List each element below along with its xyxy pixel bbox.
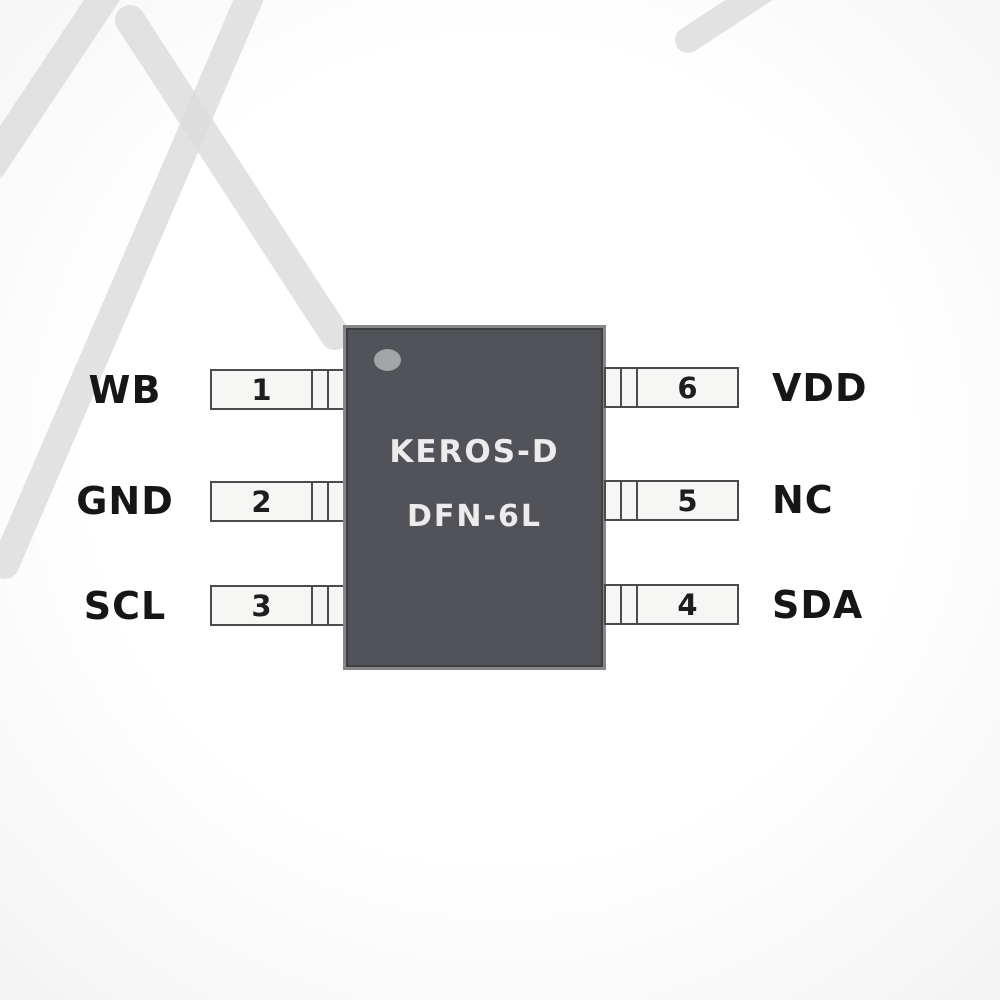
- pin-5: 5: [604, 480, 739, 521]
- pin-6-pad-segment: [622, 369, 638, 406]
- watermark-stroke: [0, 0, 121, 178]
- pin-4-number: 4: [677, 587, 698, 622]
- pin-3: 3: [210, 585, 345, 626]
- pin-5-pad-segment: [622, 482, 638, 519]
- pin-3-pad-segment: [311, 587, 327, 624]
- pin-1-pad-segment: [311, 371, 327, 408]
- pin-3-number: 3: [251, 588, 272, 623]
- watermark-stroke: [115, 5, 350, 350]
- chip-name: KEROS-D: [389, 434, 560, 470]
- pin-3-pad-segment: [327, 587, 343, 624]
- watermark-stroke: [675, 0, 773, 53]
- pin-label-scl: SCL: [83, 584, 167, 628]
- pin-4-pad-segment: [622, 586, 638, 623]
- pin-label-nc: NC: [772, 478, 834, 522]
- chip-package: DFN-6L: [407, 499, 542, 534]
- pin-2: 2: [210, 481, 345, 522]
- pin-5-pad-segment: [606, 482, 622, 519]
- chip-body: KEROS-D DFN-6L: [343, 325, 606, 670]
- pin-6: 6: [604, 367, 739, 408]
- pin-6-pad-segment: [606, 369, 622, 406]
- pin-1-pad-segment: [327, 371, 343, 408]
- pin-label-vdd: VDD: [772, 366, 868, 410]
- pin-1: 1: [210, 369, 345, 410]
- pin-2-pad-segment: [311, 483, 327, 520]
- pin-label-wb: WB: [88, 368, 162, 412]
- pin1-indicator-dot: [374, 349, 401, 371]
- pin-label-sda: SDA: [772, 583, 864, 627]
- pin-6-number: 6: [677, 370, 698, 405]
- pin-4: 4: [604, 584, 739, 625]
- pin-2-pad-segment: [327, 483, 343, 520]
- pin-2-number: 2: [251, 484, 272, 519]
- pin-4-pad-segment: [606, 586, 622, 623]
- pin-1-number: 1: [251, 372, 272, 407]
- pin-label-gnd: GND: [76, 479, 174, 523]
- pin-5-number: 5: [677, 483, 698, 518]
